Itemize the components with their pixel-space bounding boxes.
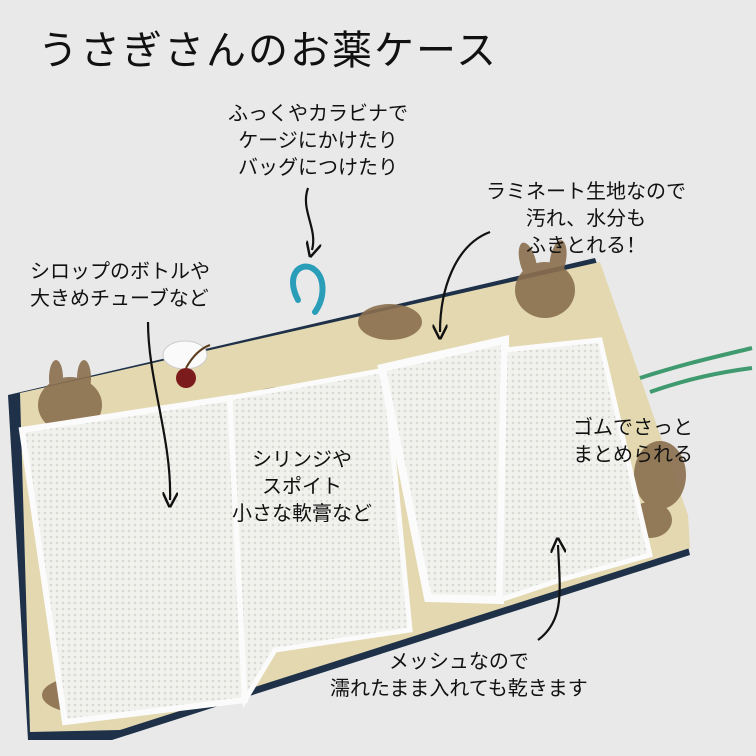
annotation-mesh: メッシュなので 濡れたまま入れても乾きます bbox=[330, 648, 588, 702]
annotation-line: ふっくやカラビナで bbox=[228, 101, 408, 125]
mesh-pocket-right bbox=[497, 337, 653, 604]
annotation-line: バッグにつけたり bbox=[238, 155, 398, 179]
annotation-line: ケージにかけたり bbox=[238, 128, 398, 152]
annotation-line: まとめられる bbox=[573, 442, 693, 466]
page-title: うさぎさんのお薬ケース bbox=[38, 28, 498, 74]
annotation-laminate: ラミネート生地なので 汚れ、水分も ふきとれる！ bbox=[486, 178, 686, 259]
cherry-print bbox=[162, 340, 211, 388]
elastic-cord-upper bbox=[639, 346, 753, 380]
annotation-hook: ふっくやカラビナで ケージにかけたり バッグにつけたり bbox=[228, 100, 408, 181]
arrow-laminate bbox=[440, 230, 491, 332]
mesh-pocket-left bbox=[18, 394, 249, 726]
annotation-line: スポイト bbox=[262, 474, 342, 498]
annotation-line: 大きめチューブなど bbox=[30, 286, 209, 310]
annotation-line: メッシュなので bbox=[388, 649, 529, 673]
arrow-bottle bbox=[146, 321, 170, 500]
arrow-mesh bbox=[537, 545, 560, 641]
mesh-pocket-middle bbox=[227, 367, 413, 709]
annotation-line: 濡れたまま入れても乾きます bbox=[330, 676, 588, 700]
annotation-line: シリンジや bbox=[252, 447, 352, 471]
annotation-line: ふきとれる！ bbox=[526, 233, 646, 257]
annotation-line: ラミネート生地なので bbox=[486, 179, 686, 203]
hanging-loop bbox=[290, 263, 326, 315]
annotation-line: 汚れ、水分も bbox=[525, 206, 647, 230]
annotation-line: シロップのボトルや bbox=[30, 259, 210, 283]
elastic-cord-lower bbox=[649, 366, 753, 394]
annotation-line: ゴムでさっと bbox=[573, 415, 693, 439]
arrow-hook bbox=[304, 187, 313, 250]
annotation-line: 小さな軟膏など bbox=[232, 501, 372, 525]
annotation-bottle: シロップのボトルや 大きめチューブなど bbox=[30, 258, 210, 312]
annotation-syringe: シリンジや スポイト 小さな軟膏など bbox=[232, 446, 372, 527]
annotation-elastic: ゴムでさっと まとめられる bbox=[573, 414, 693, 468]
